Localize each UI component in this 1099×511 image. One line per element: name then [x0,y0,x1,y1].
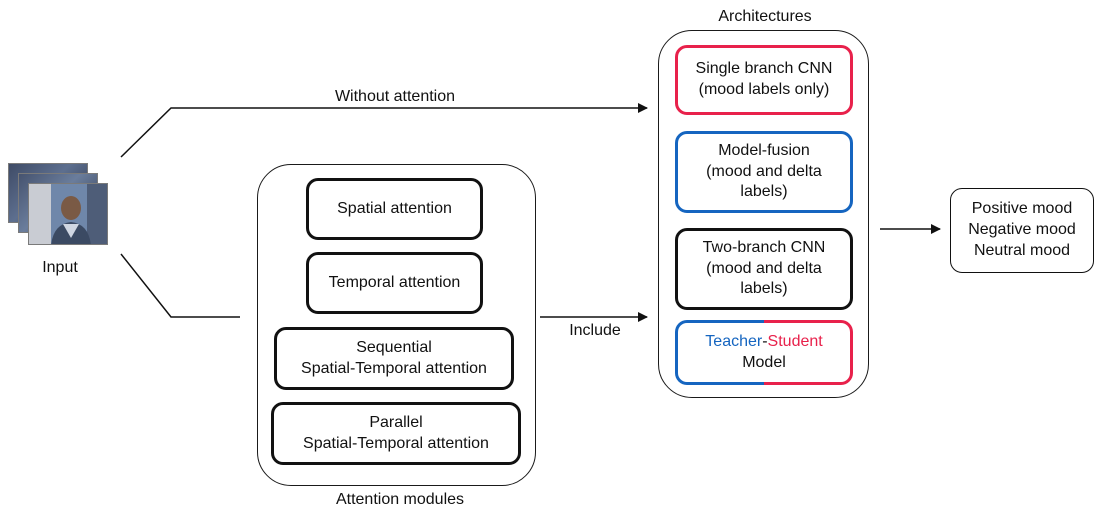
teacher-label: Teacher [705,332,763,350]
input-label: Input [42,259,78,276]
temporal-attention-box: Temporal attention [306,252,483,314]
two-branch-line3: labels) [740,280,788,298]
model-fusion-line1: Model-fusion [718,141,810,159]
two-branch-cnn-box: Two-branch CNN (mood and delta labels) [675,228,853,310]
two-branch-line2: (mood and delta [706,259,822,277]
teacher-student-dash: - [762,332,768,350]
output-positive: Positive mood [971,200,1073,218]
parallel-line1: Parallel [369,413,423,431]
student-label: Student [767,332,823,350]
temporal-attention-label: Temporal attention [328,273,461,291]
single-branch-cnn-box: Single branch CNN (mood labels only) [675,45,853,115]
architectures-title: Architectures [718,8,812,25]
teacher-student-line2: Model [742,353,786,371]
input-to-attention-line [120,253,240,318]
spatial-attention-label: Spatial attention [337,199,452,217]
model-fusion-box: Model-fusion (mood and delta labels) [675,131,853,213]
model-fusion-line3: labels) [740,183,788,201]
sequential-attention-box: Sequential Spatial-Temporal attention [274,327,514,390]
output-neutral: Neutral mood [973,241,1071,259]
two-branch-line1: Two-branch CNN [702,238,826,256]
single-branch-line1: Single branch CNN [695,60,833,78]
without-attention-label: Without attention [334,88,456,105]
model-fusion-line2: (mood and delta [706,162,822,180]
parallel-line2: Spatial-Temporal attention [303,434,489,452]
input-frames [8,163,112,251]
without-attention-arrow [120,103,648,158]
output-box: Positive mood Negative mood Neutral mood [950,188,1094,273]
output-negative: Negative mood [968,221,1076,239]
include-label: Include [569,322,621,339]
person-image-icon [29,184,107,244]
sequential-line1: Sequential [356,338,432,356]
parallel-attention-box: Parallel Spatial-Temporal attention [271,402,521,465]
sequential-line2: Spatial-Temporal attention [301,359,487,377]
spatial-attention-box: Spatial attention [306,178,483,240]
single-branch-line2: (mood labels only) [698,81,830,98]
teacher-student-box: Teacher-Student Model [675,320,853,385]
teacher-student-line1: Teacher-Student [705,332,822,353]
attention-modules-title: Attention modules [335,491,465,508]
video-frame-front [28,183,108,245]
